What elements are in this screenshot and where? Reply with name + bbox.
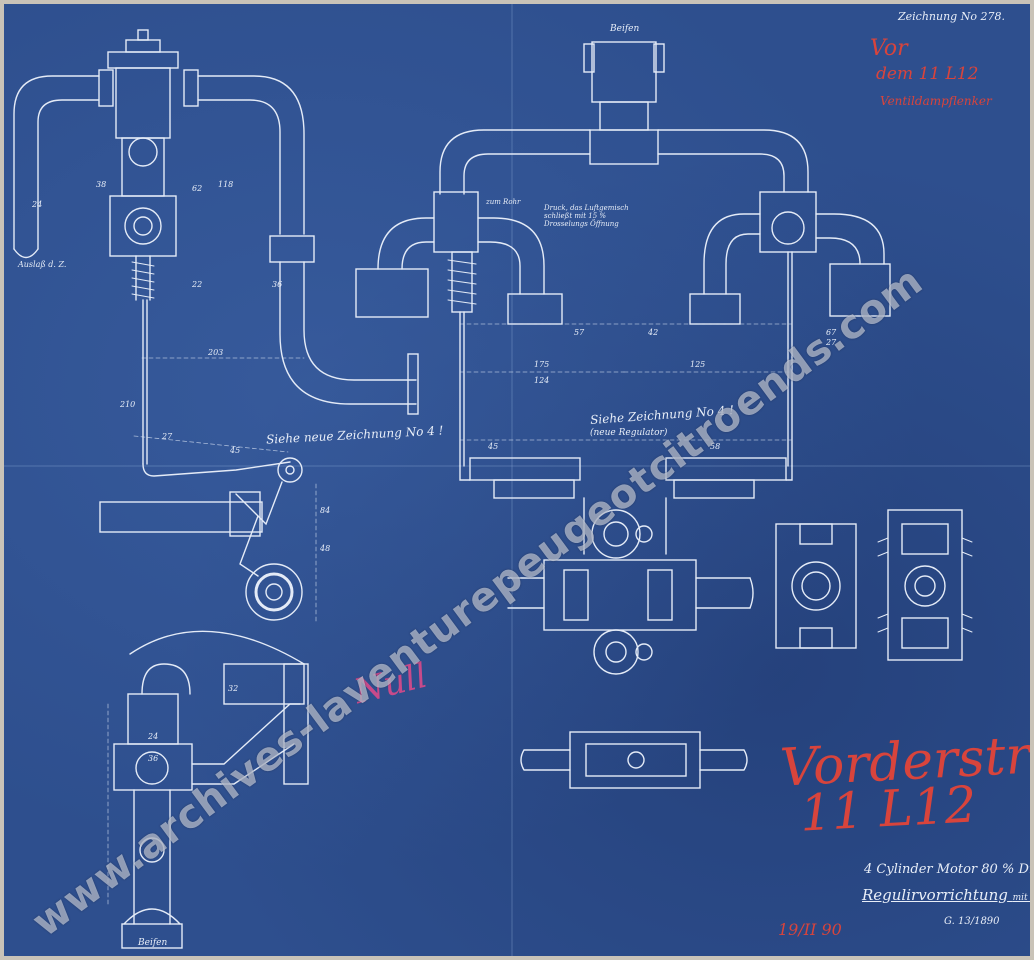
title-line-2: Regulirvorrichtung mit Ge. (862, 886, 1030, 904)
dim-label: 62 (192, 184, 203, 193)
center-valve-assembly (355, 191, 563, 467)
dim-label: 45 (230, 446, 241, 455)
dim-label: 58 (710, 442, 721, 451)
dim-label: 118 (218, 180, 234, 189)
red-note-top-2: dem 11 L12 (876, 64, 979, 84)
note-small: zum Rohr (486, 198, 521, 206)
dim-label: 38 (96, 180, 107, 189)
dim-label: 42 (648, 328, 659, 337)
dim-label: 36 (148, 754, 159, 763)
dim-label: 203 (208, 348, 224, 357)
dim-label: 36 (272, 280, 283, 289)
dim-label: 24 (148, 732, 159, 741)
label-left-tube: Auslaß d. Z. (18, 260, 67, 269)
center-upper-elbow (439, 41, 809, 195)
label-top: Beifen (610, 24, 640, 34)
red-note-top-3: Ventildampflenker (880, 94, 992, 108)
dim-label: 84 (320, 506, 331, 515)
lower-left-elevation (113, 630, 309, 949)
label-bottom: Beifen (138, 938, 168, 948)
red-note-top: Vor (870, 36, 908, 61)
dim-label: 210 (120, 400, 136, 409)
dim-label: 67 (826, 328, 837, 337)
drawing-number: Zeichnung No 278. (898, 10, 1005, 23)
red-note-big-2: 11 L12 (798, 775, 978, 843)
dim-label: 24 (32, 200, 43, 209)
blueprint-sheet: Zeichnung No 278. 4 Cylinder Motor 80 % … (4, 4, 1030, 956)
title-line-1: 4 Cylinder Motor 80 % Dm (864, 862, 1030, 877)
note-inner: Druck, das Luftgemisch schließt mit 15 %… (544, 204, 629, 228)
left-valve-body (107, 29, 179, 465)
dim-label: 57 (574, 328, 585, 337)
dim-label: 124 (534, 376, 550, 385)
dimension-lines (107, 323, 793, 905)
left-lever-linkage (99, 457, 303, 621)
dim-label: 175 (534, 360, 550, 369)
dim-label: 48 (320, 544, 331, 553)
left-exhaust-pipe (13, 69, 419, 415)
section-view-right (877, 509, 973, 661)
dim-label: 32 (228, 684, 239, 693)
dim-label: 45 (488, 442, 499, 451)
regulator-assembly (459, 457, 793, 675)
lower-plan-view (520, 731, 748, 789)
signature: G. 13/1890 (944, 916, 1000, 927)
dim-label: 125 (690, 360, 706, 369)
section-view-middle (775, 523, 857, 649)
note-new-regulator: (neue Regulator) (590, 428, 668, 438)
mechanical-drawing (4, 4, 1030, 956)
right-valve-assembly (689, 191, 891, 467)
red-date: 19/II 90 (778, 920, 842, 939)
dim-label: 22 (192, 280, 203, 289)
dim-label: 27 (162, 432, 173, 441)
dim-label: 27 (826, 338, 837, 347)
